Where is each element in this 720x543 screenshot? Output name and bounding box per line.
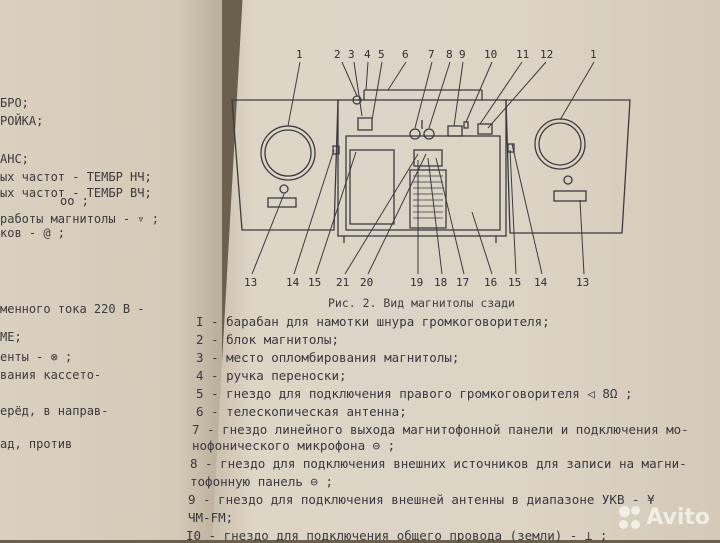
- left-text-line: енты - ⊗ ;: [0, 350, 73, 364]
- left-page: БРО; РОЙКА; АНС; ых частот - ТЕМБР НЧ; ы…: [0, 0, 222, 540]
- callout-top-3: 3: [348, 48, 355, 61]
- left-text-line: oo ;: [60, 194, 89, 208]
- callout-bottom-21: 21: [336, 276, 349, 288]
- radio-rear-view-diagram: 1 2 3 4 5 6 7 8 9 10 11 12 1 13 14 15 21…: [231, 48, 631, 288]
- left-text-line: МЕ;: [0, 330, 22, 344]
- callout-top-10: 10: [484, 48, 497, 61]
- legend-item: 3 - место опломбирования магнитолы;: [196, 350, 460, 365]
- callout-top-9: 9: [459, 48, 466, 61]
- left-text-line: работы магнитолы - ▿ ;: [0, 212, 159, 226]
- legend-item: 8 - гнездо для подключения внешних источ…: [190, 456, 687, 471]
- callout-bottom-15: 15: [308, 276, 321, 288]
- left-text-line: ков - @ ;: [0, 226, 66, 240]
- callout-top-8: 8: [446, 48, 453, 61]
- callout-top-1: 1: [296, 48, 303, 61]
- callout-top-7: 7: [428, 48, 435, 61]
- legend-item: 6 - телескопическая антенна;: [196, 404, 407, 419]
- callout-top-6: 6: [402, 48, 409, 61]
- callout-bottom-16: 16: [484, 276, 497, 288]
- left-text-line: РОЙКА;: [0, 114, 44, 128]
- callout-bottom-18: 18: [434, 276, 447, 288]
- legend-item: 9 - гнездо для подключения внешней антен…: [188, 492, 655, 507]
- legend-item: 4 - ручка переноски;: [196, 368, 347, 383]
- watermark-text: Avito: [646, 505, 710, 530]
- left-text-line: вания кассето-: [0, 368, 102, 382]
- legend-item: 5 - гнездо для подключения правого громк…: [196, 386, 633, 401]
- left-text-line: ад, против: [0, 437, 73, 451]
- callout-top-12: 12: [540, 48, 553, 61]
- callout-top-2: 2: [334, 48, 341, 61]
- callout-bottom-13: 13: [244, 276, 257, 288]
- callout-bottom-15-right: 15: [508, 276, 521, 288]
- legend-item: I0 - гнездо для подключения общего прово…: [186, 528, 608, 543]
- legend-item: I - барабан для намотки шнура громкогово…: [196, 314, 550, 329]
- callout-top-11: 11: [516, 48, 529, 61]
- left-speaker-outline: [231, 99, 339, 231]
- callout-top-1-right: 1: [590, 48, 597, 61]
- callout-bottom-14-right: 14: [534, 276, 548, 288]
- left-text-line: ых частот - ТЕМБР ВЧ;: [0, 186, 152, 200]
- callout-bottom-13-right: 13: [576, 276, 589, 288]
- callout-bottom-19: 19: [410, 276, 423, 288]
- left-text-line: ых частот - ТЕМБР НЧ;: [0, 170, 152, 184]
- legend-item: тофонную панель ⊖ ;: [190, 474, 333, 489]
- left-text-line: менного тока 220 В -: [0, 302, 145, 316]
- legend-item: 2 - блок магнитолы;: [196, 332, 339, 347]
- callout-bottom-17: 17: [456, 276, 469, 288]
- callout-top-4: 4: [364, 48, 371, 61]
- callout-bottom-14: 14: [286, 276, 300, 288]
- avito-watermark: Avito: [619, 505, 710, 530]
- figure-caption: Рис. 2. Вид магнитолы сзади: [328, 296, 515, 310]
- legend-item: ЧМ-FM;: [188, 510, 234, 525]
- left-text-line: АНС;: [0, 152, 29, 166]
- left-text-line: БРО;: [0, 96, 29, 110]
- legend-item: 7 - гнездо линейного выхода магнитофонно…: [192, 422, 689, 437]
- right-speaker-outline: [505, 99, 631, 234]
- left-text-line: ерёд, в направ-: [0, 404, 109, 418]
- legend-item: нофонического микрофона ⊖ ;: [192, 438, 396, 453]
- callout-bottom-20: 20: [360, 276, 373, 288]
- avito-logo-icon: [619, 506, 641, 529]
- callout-top-5: 5: [378, 48, 385, 61]
